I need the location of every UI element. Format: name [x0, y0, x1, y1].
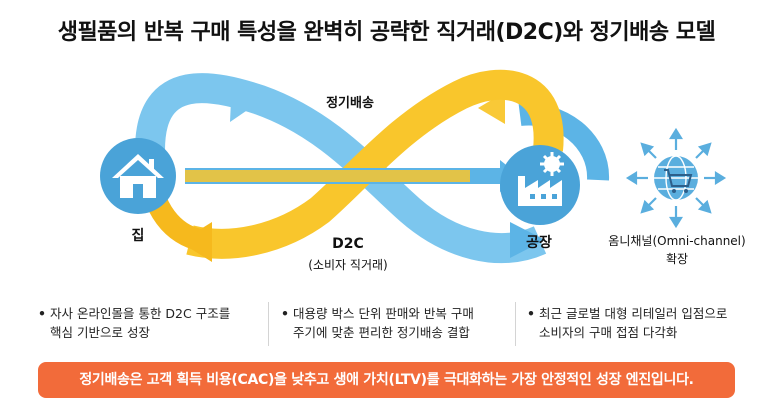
omni-channel-label: 옴니채널(Omni-channel) 확장 — [592, 232, 762, 268]
divider — [515, 302, 516, 346]
house-icon — [112, 154, 164, 198]
factory-icon — [518, 176, 562, 206]
arrow-head-bottom-right — [510, 222, 545, 258]
home-label: 집 — [131, 228, 145, 244]
bullet-dot: • — [281, 306, 289, 321]
bullet-line2: 핵심 기반으로 성장 — [50, 325, 150, 340]
bullet-line1: 최근 글로벌 대형 리테일러 입점으로 — [539, 306, 728, 321]
radiating-arrows — [625, 127, 727, 229]
page-title: 생필품의 반복 구매 특성을 완벽히 공략한 직거래(D2C)와 정기배송 모델 — [57, 20, 716, 45]
bullet-d2c: • 자사 온라인몰을 통한 D2C 구조를 핵심 기반으로 성장 — [38, 304, 258, 342]
bullet-omni-channel: • 최근 글로벌 대형 리테일러 입점으로 소비자의 구매 접점 다각화 — [527, 304, 757, 342]
bullet-line1: 자사 온라인몰을 통한 D2C 구조를 — [50, 306, 231, 321]
globe-cart-icon — [654, 155, 698, 201]
bullet-dot: • — [527, 306, 535, 321]
divider — [268, 302, 269, 346]
bullet-line2: 소비자의 구매 접점 다각화 — [539, 325, 678, 340]
blue-loop-band — [135, 73, 547, 264]
bullet-subscription: • 대용량 박스 단위 판매와 반복 구매 주기에 맞춘 편리한 정기배송 결합 — [281, 304, 513, 342]
omni-channel-label-line2: 확장 — [665, 252, 689, 266]
subscription-label: 정기배송 — [326, 96, 374, 111]
infinity-diagram — [100, 69, 727, 264]
bullet-line1: 대용량 박스 단위 판매와 반복 구매 — [293, 306, 474, 321]
arrow-head-top-right — [478, 92, 505, 124]
yellow-loop-band — [186, 69, 564, 259]
summary-banner: 정기배송은 고객 획득 비용(CAC)을 낮추고 생애 가치(LTV)를 극대화… — [38, 362, 735, 398]
arrow-head-bottom-left — [180, 222, 212, 262]
center-arrow-band-yellow — [185, 170, 470, 182]
omni-channel-label-line1: 옴니채널(Omni-channel) — [608, 234, 746, 248]
d2c-sub-label: (소비자 직거래) — [308, 258, 388, 272]
arrow-head-top-left — [230, 78, 262, 122]
factory-circle — [500, 145, 580, 225]
gear-icon — [540, 152, 564, 176]
bullet-line2: 주기에 맞춘 편리한 정기배송 결합 — [293, 325, 470, 340]
d2c-label: D2C — [332, 236, 364, 252]
factory-label: 공장 — [526, 235, 552, 251]
bullet-dot: • — [38, 306, 46, 321]
